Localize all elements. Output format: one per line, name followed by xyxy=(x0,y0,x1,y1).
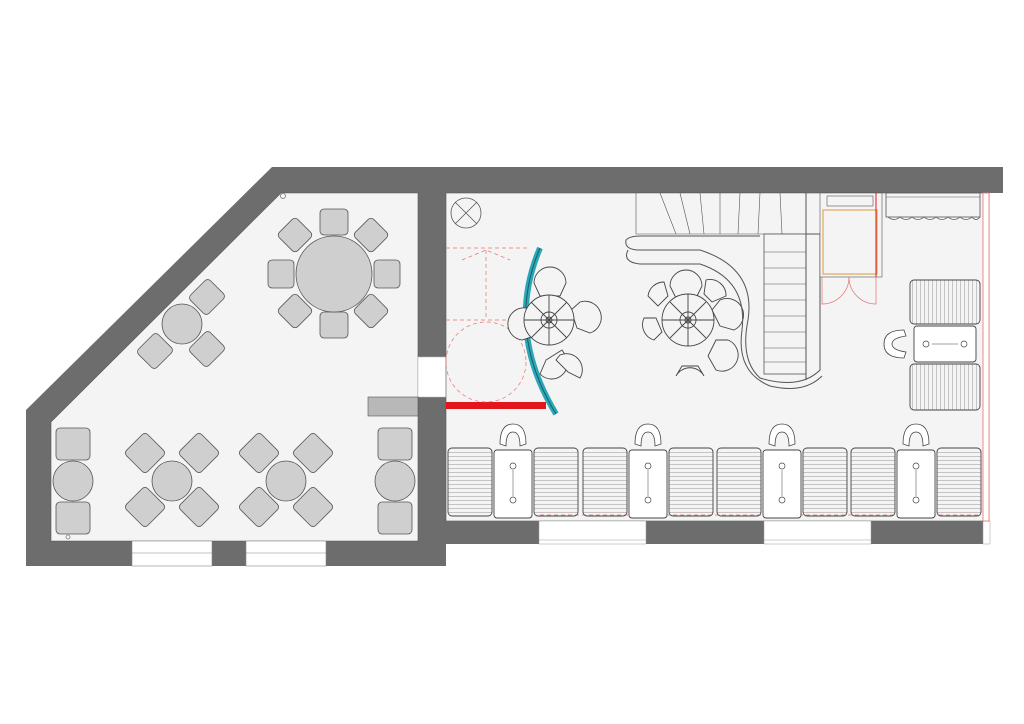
round-table-wall-right xyxy=(374,427,416,535)
booth xyxy=(582,423,714,519)
window-bottom xyxy=(763,520,872,545)
red-partition-bar xyxy=(446,402,546,409)
window-left xyxy=(131,540,213,567)
round-table-wall-left xyxy=(52,427,94,535)
column-marker xyxy=(65,534,71,540)
right-room xyxy=(445,167,1003,545)
staircase xyxy=(625,192,823,389)
service-cabinet xyxy=(819,192,883,305)
window-corner xyxy=(982,520,991,545)
right-room-bottom-wall xyxy=(871,521,983,544)
round-table-cluster xyxy=(642,269,744,377)
side-booth xyxy=(883,279,981,411)
round-table-small xyxy=(137,279,225,369)
right-room-top-wall xyxy=(446,167,1003,193)
booth xyxy=(850,423,982,519)
four-chair-table-group xyxy=(125,433,219,527)
column-marker xyxy=(280,193,286,199)
doorway-opening xyxy=(417,356,447,398)
counter-shelf xyxy=(367,396,419,417)
four-chair-table-group xyxy=(239,433,333,527)
top-cabinet xyxy=(885,192,981,220)
booth xyxy=(447,423,579,519)
right-room-side-wall xyxy=(982,192,990,522)
window-bottom xyxy=(538,520,647,545)
window-right xyxy=(245,540,327,567)
left-room xyxy=(26,167,447,567)
right-room-bottom-wall xyxy=(646,521,764,544)
round-table-large xyxy=(267,208,401,339)
right-room-bottom-wall xyxy=(446,521,539,544)
round-table-cluster xyxy=(507,266,602,380)
booth xyxy=(716,423,848,519)
vent-icon xyxy=(450,197,482,229)
